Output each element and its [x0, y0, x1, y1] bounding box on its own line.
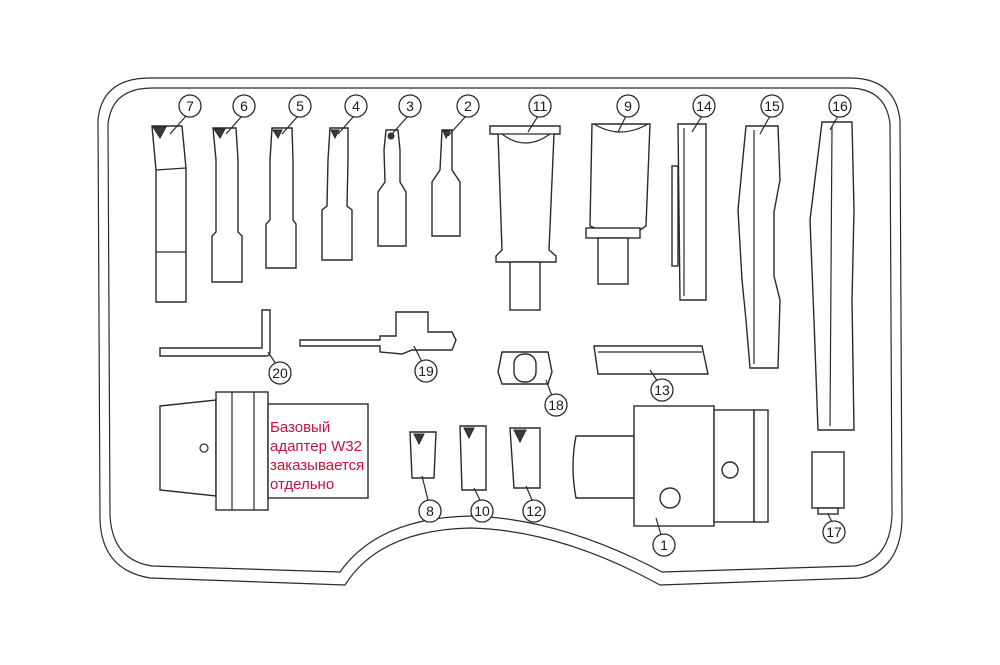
insert-holder-18	[497, 351, 553, 385]
callout-12-label: 12	[526, 503, 542, 519]
callout-15: 15	[759, 94, 784, 135]
adapter-note-line-3: заказывается	[270, 457, 365, 474]
adapter-note-line-4: отдельно	[270, 476, 335, 493]
callout-12: 12	[522, 485, 546, 523]
callout-20-label: 20	[272, 365, 288, 381]
callout-10: 10	[470, 487, 494, 523]
callout-16-label: 16	[832, 98, 848, 114]
callout-2-label: 2	[464, 98, 472, 114]
callout-19-label: 19	[418, 363, 434, 379]
torx-key-19	[299, 311, 457, 355]
callout-8-label: 8	[426, 503, 434, 519]
callout-1-label: 1	[660, 537, 668, 553]
callout-10-label: 10	[474, 503, 490, 519]
callout-4-label: 4	[352, 98, 360, 114]
callout-6-label: 6	[240, 98, 248, 114]
callout-6: 6	[225, 94, 256, 135]
boring-bar-5	[265, 127, 297, 269]
callout-1: 1	[652, 517, 676, 557]
boring-bar-2	[431, 129, 461, 237]
callout-13-label: 13	[654, 382, 670, 398]
callout-9-label: 9	[624, 98, 632, 114]
tool-holder-11	[489, 125, 561, 311]
adapter-note-line-1: Базовый	[270, 419, 331, 436]
callout-18-label: 18	[548, 397, 564, 413]
callout-15-label: 15	[764, 98, 780, 114]
callout-4: 4	[337, 94, 368, 135]
callout-18: 18	[544, 379, 568, 417]
callout-7-label: 7	[186, 98, 194, 114]
tool-holder-16	[809, 121, 855, 431]
callout-3-label: 3	[406, 98, 414, 114]
adapter-note: Базовый адаптер W32 заказывается отдельн…	[270, 418, 370, 494]
callout-17-label: 17	[826, 524, 842, 540]
boring-bar-4	[321, 127, 353, 261]
callout-8: 8	[418, 475, 442, 523]
callout-17: 17	[822, 513, 846, 544]
clamp-bar-13	[593, 345, 709, 375]
callout-20: 20	[267, 351, 292, 385]
callout-9: 9	[616, 94, 640, 133]
base-adapter-w32	[159, 391, 369, 511]
callout-3: 3	[391, 94, 422, 135]
callout-19: 19	[413, 345, 438, 383]
boring-head-1	[572, 405, 769, 527]
callout-11-label: 11	[533, 98, 548, 114]
adapter-note-line-2: адаптер W32	[270, 438, 362, 455]
tool-holder-9	[585, 123, 651, 285]
boring-bar-3	[377, 129, 407, 247]
tool-holder-15	[737, 125, 781, 369]
callout-5-label: 5	[296, 98, 304, 114]
callout-14-label: 14	[696, 98, 712, 114]
tool-holder-14	[671, 123, 707, 301]
callout-7: 7	[169, 94, 202, 135]
callout-13: 13	[649, 369, 674, 402]
callout-11: 11	[527, 94, 552, 133]
hex-key-20	[159, 309, 271, 357]
boring-bar-6	[211, 127, 243, 283]
callout-16: 16	[828, 94, 852, 131]
case-outer-outline	[97, 77, 903, 586]
callout-14: 14	[691, 94, 716, 133]
boring-bar-7	[151, 125, 187, 303]
insert-holder-12	[509, 427, 541, 489]
callout-5: 5	[281, 94, 312, 135]
callout-2: 2	[447, 94, 480, 137]
insert-holder-8	[409, 431, 437, 479]
spare-part-17	[811, 451, 845, 515]
insert-holder-10	[459, 425, 487, 491]
